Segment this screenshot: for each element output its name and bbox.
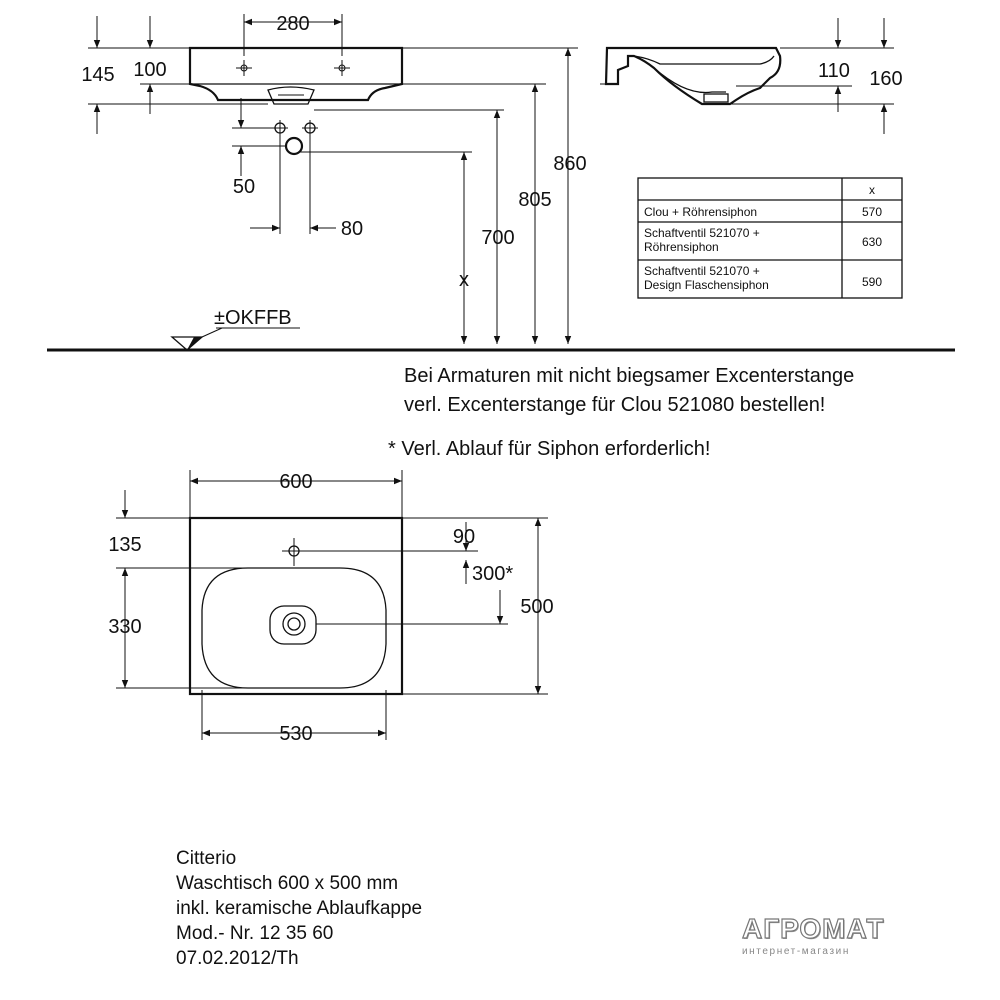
table-row-3-label-a: Schaftventil 521070 + (644, 264, 760, 278)
dim-90: 90 (453, 526, 475, 548)
front-tap-hole-left (236, 60, 252, 76)
dim-300-star: 300* (472, 563, 513, 585)
title-block: Citterio Waschtisch 600 x 500 mm inkl. k… (176, 846, 422, 971)
side-basin-outline (604, 46, 782, 106)
title-date: 07.02.2012/Th (176, 948, 299, 969)
dim-600: 600 (279, 471, 312, 493)
dim-x: x (459, 269, 469, 291)
side-view: 110 160 (600, 18, 903, 134)
dim-860: 860 (553, 153, 586, 175)
table-header-x: x (869, 183, 875, 197)
table-row-2-label-a: Schaftventil 521070 + (644, 226, 760, 240)
dim-330: 330 (108, 616, 141, 638)
plan-tap-hole (282, 538, 310, 566)
dim-805: 805 (518, 189, 551, 211)
front-basin-outline (188, 46, 404, 102)
table-row-2-label-b: Röhrensiphon (644, 240, 719, 254)
front-water-connections (272, 120, 318, 156)
dim-280: 280 (276, 13, 309, 35)
title-model-number: Mod.- Nr. 12 35 60 (176, 923, 334, 944)
watermark-name: АГРОМАТ (741, 913, 885, 944)
dim-160: 160 (869, 68, 902, 90)
front-tap-hole-right (334, 60, 350, 76)
table-row-3-label-b: Design Flaschensiphon (644, 278, 769, 292)
dim-500: 500 (520, 596, 553, 618)
floor-level-label: ±OKFFB (214, 307, 292, 329)
dim-110: 110 (818, 60, 850, 82)
dim-530: 530 (279, 723, 312, 745)
title-product-includes: inkl. keramische Ablaufkappe (176, 898, 423, 919)
dim-100: 100 (133, 59, 166, 81)
dim-80: 80 (341, 218, 363, 240)
dim-50: 50 (233, 176, 255, 198)
dim-145: 145 (81, 64, 114, 86)
note-line-2: verl. Excenterstange für Clou 521080 bes… (404, 394, 825, 416)
watermark-logo: АГРОМАТ интернет-магазин (741, 913, 922, 957)
dim-700: 700 (481, 227, 514, 249)
dim-135: 135 (108, 534, 141, 556)
front-drain-outlet (284, 136, 304, 156)
plan-bowl-outline (201, 567, 387, 689)
plan-drain-cover (269, 605, 317, 645)
note-line-3: * Verl. Ablauf für Siphon erforderlich! (388, 438, 710, 460)
title-product-description: Waschtisch 600 x 500 mm (176, 873, 399, 894)
plan-view: 600 530 135 330 90 300* 500 (108, 470, 554, 745)
table-row-3-value: 590 (862, 275, 882, 289)
table-row-1-value: 570 (862, 205, 882, 219)
siphon-table: x Clou + Röhrensiphon 570 Schaftventil 5… (637, 177, 903, 299)
notes: Bei Armaturen mit nicht biegsamer Excent… (388, 365, 854, 460)
watermark-subtitle: интернет-магазин (742, 946, 850, 957)
table-row-2-value: 630 (862, 235, 882, 249)
note-line-1: Bei Armaturen mit nicht biegsamer Excent… (404, 365, 854, 387)
front-view: 280 145 100 50 80 860 805 700 (47, 13, 955, 352)
title-product-name: Citterio (176, 848, 237, 869)
table-row-1-label: Clou + Röhrensiphon (644, 205, 757, 219)
